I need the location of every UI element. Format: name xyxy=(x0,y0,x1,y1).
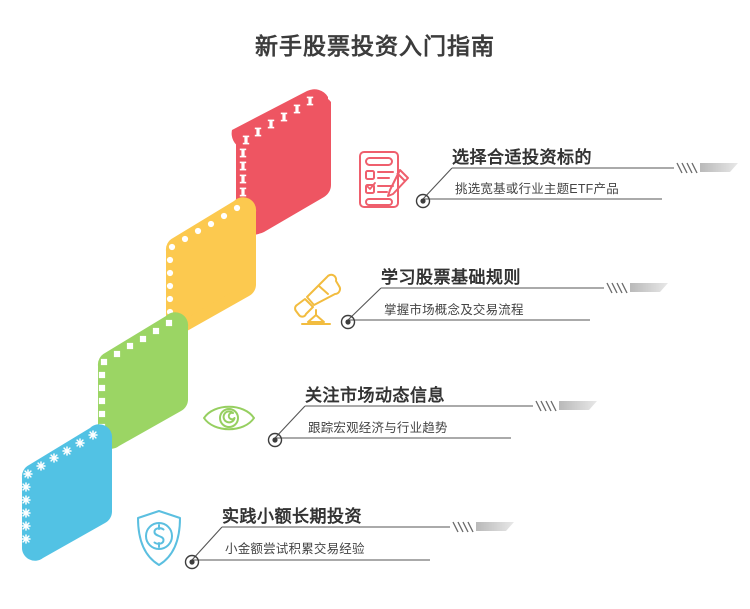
eye-icon xyxy=(200,398,258,443)
telescope-icon xyxy=(288,272,346,333)
step-heading-2: 关注市场动态信息 xyxy=(305,386,445,405)
step-description-2: 跟踪宏观经济与行业趋势 xyxy=(308,421,448,435)
step-description-3: 掌握市场概念及交易流程 xyxy=(384,303,524,317)
step-heading-4: 选择合适投资标的 xyxy=(452,148,592,167)
page-title: 新手股票投资入门指南 xyxy=(255,33,495,59)
connector-step-2 xyxy=(267,400,597,448)
shield-dollar-icon xyxy=(132,508,186,573)
stair-block-step-4 xyxy=(231,89,331,235)
stair-block-step-3 xyxy=(165,197,257,334)
step-description-1: 小金额尝试积累交易经验 xyxy=(225,542,365,556)
stair-block-step-2 xyxy=(97,312,189,449)
step-description-4: 挑选宽基或行业主题ETF产品 xyxy=(455,182,619,196)
connector-step-3 xyxy=(340,282,668,330)
clipboard-checklist-pencil-icon xyxy=(355,148,413,217)
connector-step-4 xyxy=(415,162,738,209)
connector-step-1 xyxy=(184,521,514,570)
step-heading-1: 实践小额长期投资 xyxy=(222,507,362,526)
stair-block-step-1 xyxy=(21,424,113,561)
step-heading-3: 学习股票基础规则 xyxy=(381,268,521,287)
